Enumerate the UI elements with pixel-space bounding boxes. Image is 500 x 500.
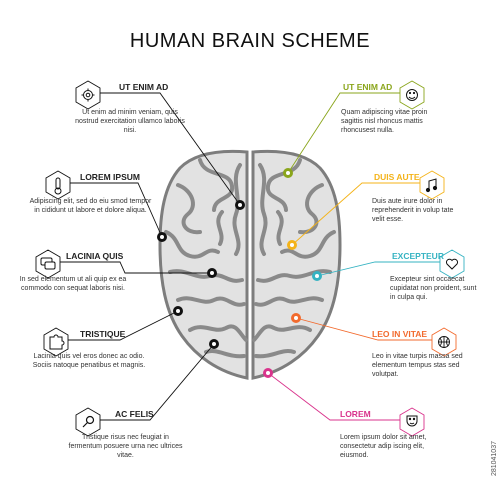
right-label-2: DUIS AUTE — [374, 172, 420, 182]
left-hemisphere — [158, 149, 249, 380]
right-label-1: UT ENIM AD — [343, 82, 393, 92]
left-label-5: AC FELIS — [115, 409, 154, 419]
heart-icon — [445, 258, 459, 270]
right-text-3: Excepteur sint occaecat cupidatat non pr… — [390, 276, 477, 301]
left-text-4: Lacinia quis vel eros donec ac odio. Soc… — [32, 353, 146, 369]
right-hemisphere — [251, 149, 342, 380]
left-text-2: Adipiscing elit, sed do eiu smod tempor … — [29, 198, 152, 214]
gear-icon — [81, 88, 95, 102]
puzzle-icon — [49, 334, 65, 350]
right-connectors — [267, 92, 440, 421]
right-text-1: Quam adipiscing vitae proin sagittis nis… — [341, 109, 428, 134]
music-note-icon — [425, 178, 438, 193]
brain-illustration — [158, 149, 342, 380]
page-title: HUMAN BRAIN SCHEME — [129, 30, 371, 52]
left-text-5: Tristique risus nec feugiat in fermentum… — [68, 434, 183, 459]
left-label-2: LOREM IPSUM — [80, 172, 140, 182]
right-hexagons — [399, 80, 465, 437]
thermometer-icon — [54, 177, 62, 195]
right-label-4: LEO IN VITAE — [372, 329, 428, 339]
right-label-3: EXCEPTEUR — [392, 251, 444, 261]
left-label-3: LACINIA QUIS — [66, 251, 124, 261]
magnifier-icon — [82, 415, 95, 428]
watermark-id: 281041037 — [491, 440, 498, 476]
theater-mask-icon — [406, 415, 418, 427]
right-points — [263, 168, 322, 378]
left-connectors — [60, 92, 241, 421]
right-text-2: Duis aute irure dolor in reprehenderit i… — [372, 198, 454, 223]
right-text-5: Lorem ipsum dolor sit amet, consectetur … — [340, 434, 427, 459]
right-label-5: LOREM — [340, 409, 371, 419]
smiley-icon — [406, 89, 418, 101]
chat-icon — [40, 257, 56, 270]
left-text-1: Ut enim ad minim veniam, quis nostrud ex… — [75, 109, 185, 134]
left-points — [157, 200, 245, 349]
basketball-icon — [438, 336, 450, 348]
left-label-1: UT ENIM AD — [119, 82, 169, 92]
right-text-4: Leo in vitae turpis massa sed elementum … — [372, 353, 463, 378]
left-label-4: TRISTIQUE — [80, 329, 126, 339]
right-gyri — [252, 158, 336, 359]
left-text-3: In sed elementum ut ali quip ex ea commo… — [19, 276, 127, 292]
